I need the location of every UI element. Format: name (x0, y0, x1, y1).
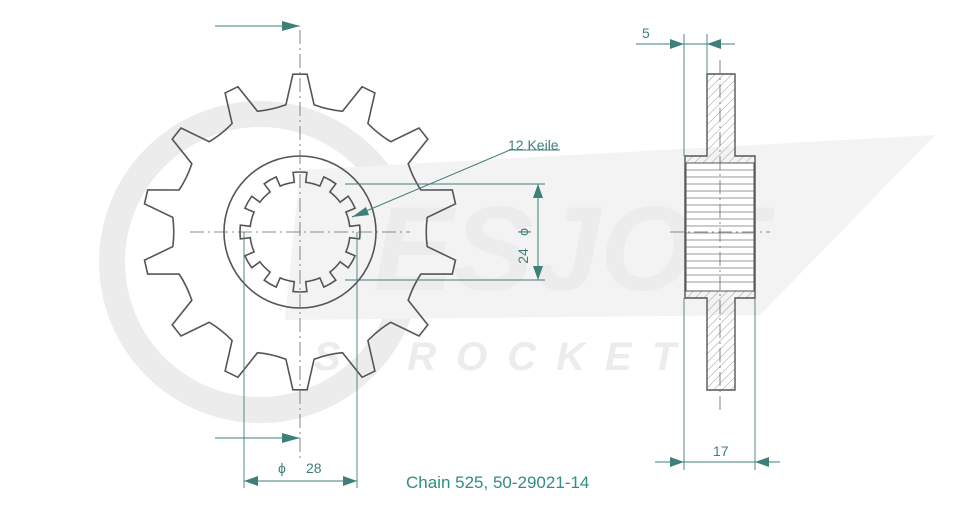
id-value-label: 24 (515, 248, 531, 264)
sprocket-front-view (143, 21, 457, 460)
od-value-label: 28 (306, 460, 322, 476)
tw-arrow-left (670, 457, 684, 467)
tw-arrow-right (755, 457, 769, 467)
hw-arrow-right (707, 39, 721, 49)
splines-leader-arrow (352, 207, 369, 217)
splines-label: 12 Keile (508, 137, 559, 153)
hub-width-dimension: 5 (636, 25, 735, 156)
id-arrow-top (533, 184, 543, 198)
inner-diameter-dimension: ϕ 24 (345, 183, 545, 281)
od-arrow-left (244, 476, 258, 486)
splines-annotation: 12 Keile (351, 137, 560, 218)
outer-diameter-dimension: ϕ 28 (243, 232, 358, 488)
id-arrow-bottom (533, 266, 543, 280)
od-arrow-right (343, 476, 357, 486)
sprocket-side-view (670, 60, 770, 410)
total-width-dimension: 17 (655, 298, 780, 470)
od-diameter-symbol: ϕ (278, 460, 286, 476)
bottom-arrow-head (282, 433, 300, 443)
id-diameter-symbol: ϕ (515, 228, 531, 236)
total-width-label: 17 (713, 443, 729, 459)
part-caption: Chain 525, 50-29021-14 (406, 473, 589, 492)
hw-arrow-left (670, 39, 684, 49)
top-arrow-head (282, 21, 300, 31)
spline-bore (239, 171, 361, 293)
hub-width-label: 5 (642, 25, 650, 41)
splines-leader (351, 149, 560, 218)
sprocket-outline (143, 73, 457, 391)
